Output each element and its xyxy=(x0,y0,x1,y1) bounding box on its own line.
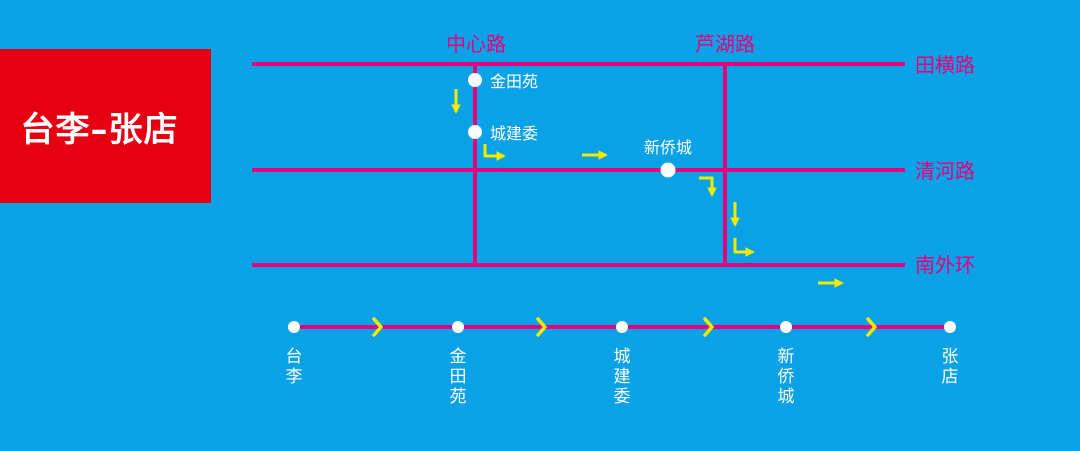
route-arrows xyxy=(451,89,844,288)
route-stop-label-char: 金 xyxy=(450,347,467,367)
road-label-qinghe: 清河路 xyxy=(915,159,975,183)
route-stop-label-char: 城 xyxy=(614,347,631,367)
map-stop-jintianyuan xyxy=(468,73,482,87)
road-label-nanwaihuan: 南外环 xyxy=(915,253,975,277)
route-stop-chengjianwei xyxy=(616,321,628,333)
route-stop-label-char: 委 xyxy=(614,387,631,407)
map-stop-xinqiaocheng xyxy=(660,162,676,178)
route-stop-zhangdian xyxy=(944,321,956,333)
route-stop-label-char: 李 xyxy=(286,367,303,387)
route-title: 台李–张店 xyxy=(20,109,179,150)
route-stop-label-char: 城 xyxy=(778,387,795,407)
arrow-turn-down-icon xyxy=(699,176,717,197)
title-box: 台李–张店 xyxy=(0,49,211,203)
road-label-tianheng: 田横路 xyxy=(915,53,975,77)
map-stop-label-chengjianwei: 城建委 xyxy=(490,124,538,143)
chevron-right-icon xyxy=(866,317,877,337)
map-stop-label-jintianyuan: 金田苑 xyxy=(490,72,538,91)
chevron-right-icon xyxy=(703,317,714,337)
route-stop-label-char: 田 xyxy=(450,367,467,387)
map-stop-label-xinqiaocheng: 新侨城 xyxy=(644,138,692,157)
route-stop-label-char: 侨 xyxy=(778,367,795,387)
road-label-luhu: 芦湖路 xyxy=(695,32,755,56)
route-stop-label-char: 台 xyxy=(286,347,303,367)
route-stop-xinqiaocheng xyxy=(780,321,792,333)
chevron-right-icon xyxy=(372,317,383,337)
route-stop-label-char: 苑 xyxy=(450,387,467,407)
chevron-right-icon xyxy=(536,317,547,337)
route-stop-label-char: 店 xyxy=(942,367,959,387)
route-stop-label-char: 张 xyxy=(942,347,959,367)
road-label-zhongxin: 中心路 xyxy=(446,32,506,56)
route-stop-jintianyuan xyxy=(452,321,464,333)
arrow-turn-right-icon xyxy=(733,238,755,257)
route-stop-tailia xyxy=(288,321,300,333)
arrow-turn-right-icon xyxy=(483,144,506,161)
route-stop-label-char: 新 xyxy=(778,347,795,367)
route-stop-label-char: 建 xyxy=(614,367,631,387)
map-stop-chengjianwei xyxy=(468,125,482,139)
